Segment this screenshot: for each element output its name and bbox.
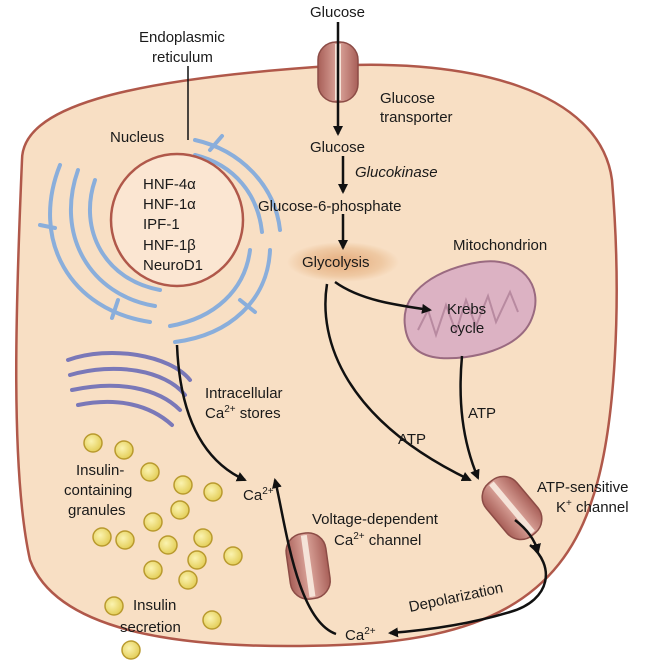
- granules-label-line3: granules: [68, 502, 126, 519]
- arrow-katp-out: [514, 519, 541, 554]
- krebs-label-line1: Krebs: [447, 301, 486, 318]
- granules-label-line2: containing: [64, 482, 132, 499]
- glycolysis-label: Glycolysis: [302, 254, 370, 271]
- atp-left-label: ATP: [398, 431, 426, 448]
- granules-label-line1: Insulin-: [76, 462, 124, 479]
- arrow-krebs-atp: [459, 355, 480, 480]
- arrow-depolarization: [388, 544, 547, 638]
- glycolysis-region: [287, 242, 399, 282]
- atp-sensitive-k-channel-icon: [481, 475, 543, 541]
- katp-label-line2: K+ channel: [556, 498, 629, 516]
- arrow-glycolysis-atp: [324, 283, 472, 482]
- vdcc-label-line2: Ca2+ channel: [334, 531, 421, 549]
- glucose-top-label: Glucose: [310, 4, 365, 21]
- nucleus-factor-1: HNF-4α: [143, 176, 196, 193]
- secretion-label-line1: Insulin: [133, 597, 176, 614]
- transporter-label-line2: transporter: [380, 109, 453, 126]
- transporter-label-line1: Glucose: [380, 90, 435, 107]
- intracellular-label: Intracellular: [205, 385, 283, 402]
- nucleus-factor-5: NeuroD1: [143, 257, 203, 274]
- vdcc-label-line1: Voltage-dependent: [312, 511, 439, 528]
- glucose-mid-label: Glucose: [310, 139, 365, 156]
- katp-label-line1: ATP-sensitive: [537, 479, 628, 496]
- atp-right-label: ATP: [468, 405, 496, 422]
- arrow-glycolysis-krebs: [334, 280, 432, 314]
- arrow-er-ca: [175, 344, 247, 482]
- g6p-label: Glucose-6-phosphate: [258, 198, 401, 215]
- ca-bottom-label: Ca2+: [345, 626, 376, 644]
- endoplasmic-reticulum-icon: [38, 134, 282, 344]
- secretion-label-line2: secretion: [120, 619, 181, 636]
- mitochondrion-icon: [403, 260, 537, 360]
- er-label-line1: Endoplasmic: [139, 29, 225, 46]
- glucokinase-label: Glucokinase: [355, 164, 438, 181]
- golgi-apparatus-icon: [66, 350, 192, 427]
- arrow-channel-ca: [272, 478, 337, 636]
- nucleus: [109, 152, 245, 288]
- nucleus-factor-4: HNF-1β: [143, 237, 196, 254]
- er-label-line2: reticulum: [152, 49, 213, 66]
- nucleus-factor-2: HNF-1α: [143, 196, 196, 213]
- krebs-label-line2: cycle: [450, 320, 484, 337]
- ca-stores-label: Ca2+ stores: [205, 404, 281, 422]
- ca-center-label: Ca2+: [243, 486, 274, 504]
- mitochondrion-label: Mitochondrion: [453, 237, 547, 254]
- voltage-dependent-ca-channel-icon: [285, 532, 331, 600]
- nucleus-label: Nucleus: [110, 129, 164, 146]
- nucleus-factor-3: IPF-1: [143, 216, 180, 233]
- insulin-granules: [83, 433, 243, 590]
- secreted-insulin-granules: [104, 596, 222, 660]
